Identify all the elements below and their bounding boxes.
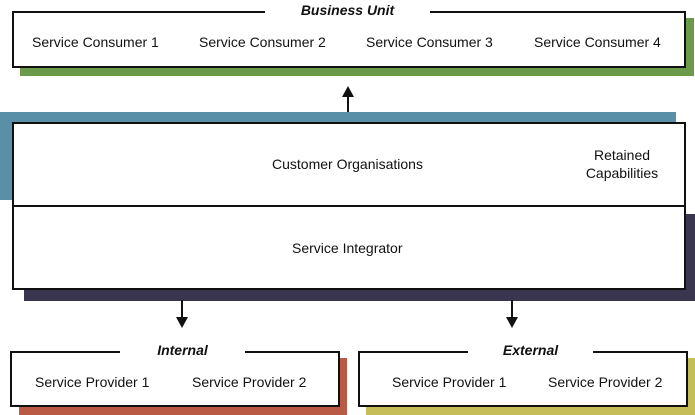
internal-service-provider-1: Service Provider 1 [35,374,150,390]
internal-title: Internal [120,342,245,360]
arrow-up-line [347,96,349,114]
retained-capabilities-label: Retained Capabilities [576,146,668,182]
service-integrator-label: Service Integrator [292,240,403,256]
external-service-provider-1: Service Provider 1 [392,374,507,390]
arrow-up-icon [342,86,354,97]
arrow-down-internal-line [181,300,183,318]
business-unit-title: Business Unit [265,2,430,20]
center-divider [12,205,686,207]
service-consumer-2: Service Consumer 2 [199,34,326,50]
service-consumer-4: Service Consumer 4 [534,34,661,50]
arrow-down-internal-icon [176,317,188,328]
service-consumer-3: Service Consumer 3 [366,34,493,50]
external-service-provider-2: Service Provider 2 [548,374,663,390]
customer-organisations-label: Customer Organisations [272,156,423,172]
arrow-down-external-line [511,300,513,318]
retained-line-2: Capabilities [585,165,659,181]
internal-service-provider-2: Service Provider 2 [192,374,307,390]
internal-box [10,351,340,407]
arrow-down-external-icon [506,317,518,328]
retained-line-1: Retained [593,147,651,163]
external-title: External [468,342,593,360]
external-box [358,351,688,407]
service-consumer-1: Service Consumer 1 [32,34,159,50]
